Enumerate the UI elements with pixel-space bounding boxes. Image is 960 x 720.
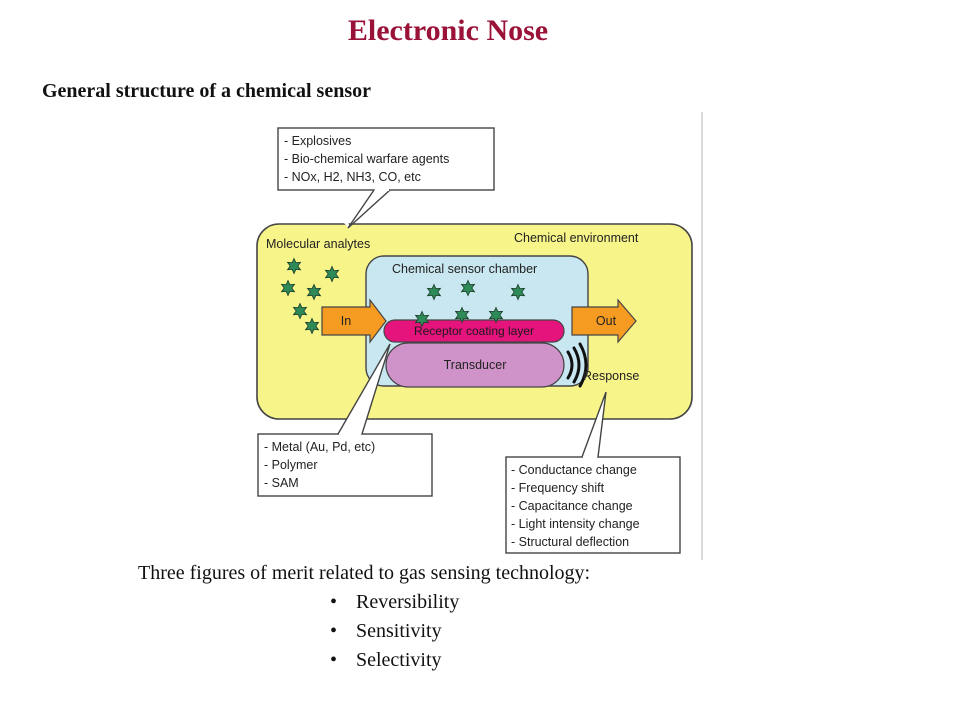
molecule-icon [460,279,476,297]
merit-item: Sensitivity [330,619,459,648]
material-item: - Metal (Au, Pd, etc) [264,440,375,454]
material-item: - SAM [264,476,299,490]
molecule-icon [510,283,526,301]
transducer-label: Transducer [444,358,507,372]
chemical-sensor-diagram: Molecular analytes Chemical environment … [256,112,703,560]
molecule-icon [286,257,302,275]
molecule-icon [414,310,430,328]
molecular-analytes-label: Molecular analytes [266,237,370,251]
analyte-callout-box [277,127,495,191]
molecule-icon [304,317,320,335]
in-label: In [341,314,351,328]
chemical-environment-label: Chemical environment [514,231,639,245]
molecule-icon [324,265,340,283]
analyte-item: - NOx, H2, NH3, CO, etc [284,170,421,184]
material-item: - Polymer [264,458,317,472]
response-item: - Frequency shift [511,481,605,495]
response-item: - Structural deflection [511,535,629,549]
response-item: - Light intensity change [511,517,640,531]
molecule-icon [488,306,504,324]
receptor-label: Receptor coating layer [414,324,534,338]
response-item: - Conductance change [511,463,637,477]
merit-item: Reversibility [330,590,459,619]
in-arrow [321,298,387,344]
analyte-item: - Bio-chemical warfare agents [284,152,449,166]
analyte-molecules [280,257,526,335]
response-callout-box [505,456,681,554]
response-callout-text: - Conductance change - Frequency shift -… [511,463,643,549]
page-subtitle: General structure of a chemical sensor [42,80,371,102]
merit-item: Selectivity [330,648,459,677]
merit-heading: Three figures of merit related to gas se… [138,562,591,584]
materials-callout-text: - Metal (Au, Pd, etc) - Polymer - SAM [264,440,379,490]
sensor-chamber-label: Chemical sensor chamber [392,262,537,276]
molecule-icon [306,283,322,301]
merit-list: Reversibility Sensitivity Selectivity [330,590,459,677]
analyte-callout-text: - Explosives - Bio-chemical warfare agen… [284,134,453,184]
molecule-icon [280,279,296,297]
transducer-box [385,342,565,388]
response-wave-icon [566,342,588,388]
molecule-icon [292,302,308,320]
materials-callout-box [257,433,433,497]
out-label: Out [596,314,617,328]
out-arrow [571,298,637,344]
response-label: Response [583,369,639,383]
analyte-item: - Explosives [284,134,351,148]
response-item: - Capacitance change [511,499,633,513]
page-title: Electronic Nose [347,14,549,47]
molecule-icon [426,283,442,301]
molecule-icon [454,306,470,324]
receptor-coating-layer [383,319,565,343]
